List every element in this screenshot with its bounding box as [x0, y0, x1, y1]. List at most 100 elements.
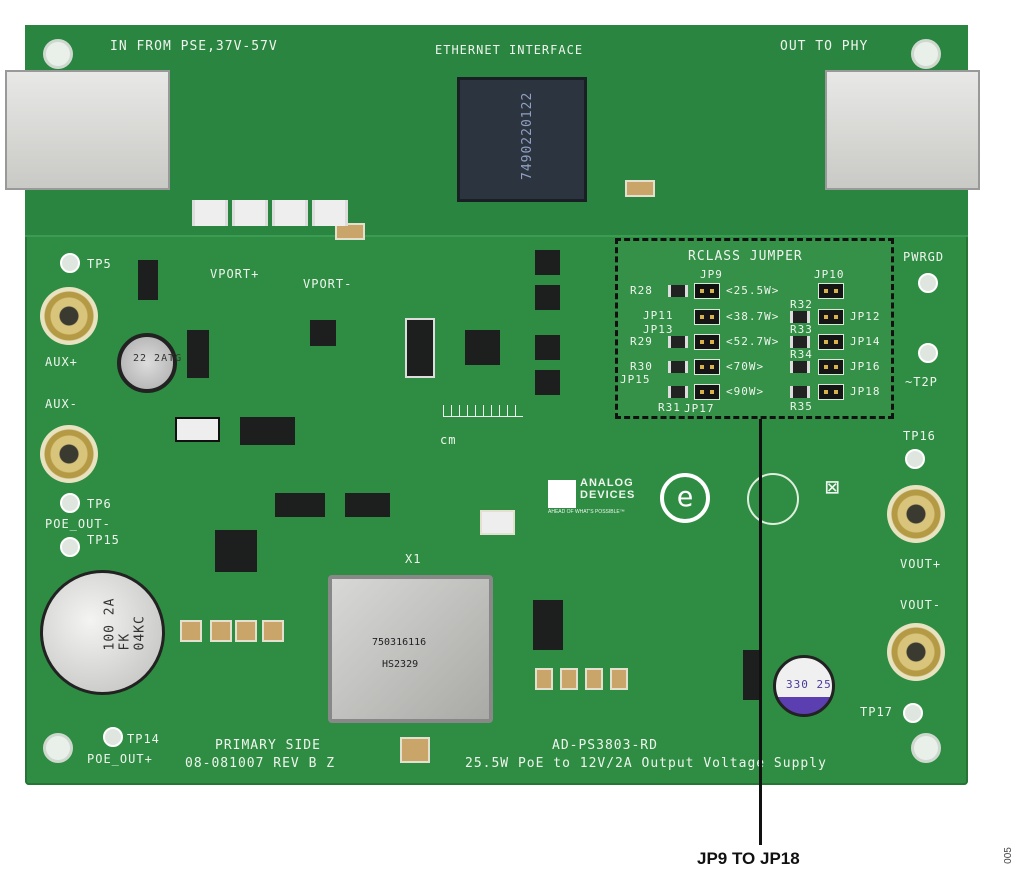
- vout-plus-terminal[interactable]: [887, 485, 945, 543]
- mosfet-q2: [535, 285, 560, 310]
- test-point-tp6[interactable]: [60, 493, 80, 513]
- label-tp5: TP5: [87, 257, 112, 271]
- test-point-tp15[interactable]: [60, 537, 80, 557]
- inductor-r9: [240, 417, 295, 445]
- label-rclass-jumper: RCLASS JUMPER: [688, 249, 803, 264]
- capacitor-c26: 330 25: [773, 655, 835, 717]
- label-vout-minus: VOUT-: [900, 598, 942, 612]
- label-out-to-phy: OUT TO PHY: [780, 39, 869, 54]
- jumper-jp15[interactable]: [694, 359, 720, 375]
- rj45-output-jack[interactable]: [825, 70, 980, 190]
- rclass-jumper-highlight: RCLASS JUMPER JP9 JP10 R28 <25.5W> R32 J…: [615, 238, 894, 419]
- test-point-pwrgd[interactable]: [918, 273, 938, 293]
- jumper-jp17[interactable]: [694, 384, 720, 400]
- resistor-r14: [272, 200, 308, 226]
- capacitor-c25: [610, 668, 628, 690]
- rj45-input-jack[interactable]: [5, 70, 170, 190]
- ruler-scale: [443, 405, 523, 417]
- resistor-r31: [668, 386, 688, 398]
- diode-d5: [275, 493, 325, 517]
- resistor-r32: [790, 311, 810, 323]
- mosfet-q4: [535, 250, 560, 275]
- label-vport-plus: VPORT+: [210, 267, 260, 281]
- jumper-jp10[interactable]: [818, 283, 844, 299]
- resistor-r15: [232, 200, 268, 226]
- test-point-tp17[interactable]: [903, 703, 923, 723]
- resistor-r28: [668, 285, 688, 297]
- test-point-tp16[interactable]: [905, 449, 925, 469]
- capacitor-c24: [585, 668, 603, 690]
- label-aux-plus: AUX+: [45, 355, 78, 369]
- label-x1: X1: [405, 552, 422, 566]
- capacitor-c35: [480, 510, 515, 535]
- label-tp6: TP6: [87, 497, 112, 511]
- label-primary-side: PRIMARY SIDE: [215, 738, 321, 753]
- label-vout-plus: VOUT+: [900, 557, 942, 571]
- mounting-hole: [43, 733, 73, 763]
- ethernet-transformer-t1: 7490220122: [457, 77, 587, 202]
- label-aux-minus: AUX-: [45, 397, 78, 411]
- label-vport-minus: VPORT-: [303, 277, 353, 291]
- label-poe-out-minus: POE_OUT-: [45, 517, 111, 531]
- capacitor-c15: [235, 620, 257, 642]
- label-tp17: TP17: [860, 705, 893, 719]
- vout-minus-terminal[interactable]: [887, 623, 945, 681]
- jumper-jp18[interactable]: [818, 384, 844, 400]
- rohs-icon: [747, 473, 799, 525]
- jumper-jp12[interactable]: [818, 309, 844, 325]
- label-tp14: TP14: [127, 732, 160, 746]
- resistor-r13: [312, 200, 348, 226]
- resistor-r33: [790, 336, 810, 348]
- mosfet-q6: [535, 370, 560, 395]
- diode-d2: [138, 260, 158, 300]
- jumper-jp16[interactable]: [818, 359, 844, 375]
- capacitor-c12: 100 2A FK 04KC: [40, 570, 165, 695]
- diode-d6: [533, 600, 563, 650]
- capacitor-c8: [335, 223, 365, 240]
- brand-tagline: AHEAD OF WHAT'S POSSIBLE™: [548, 509, 625, 515]
- mounting-hole: [911, 733, 941, 763]
- capacitor-c23: [560, 668, 578, 690]
- analog-devices-logo: [548, 480, 576, 508]
- aux-minus-terminal[interactable]: [40, 425, 98, 483]
- capacitor-c21: [535, 668, 553, 690]
- jumper-jp9[interactable]: [694, 283, 720, 299]
- label-pwrgd: PWRGD: [903, 250, 945, 264]
- environmental-e-icon: e: [660, 473, 710, 523]
- weee-bin-icon: ⊠: [825, 473, 840, 501]
- jumper-jp13[interactable]: [694, 334, 720, 350]
- test-point-t2p[interactable]: [918, 343, 938, 363]
- capacitor-c20: [400, 737, 430, 763]
- label-t2p: ~T2P: [905, 375, 938, 389]
- jumper-jp14[interactable]: [818, 334, 844, 350]
- resistor-r12: [187, 330, 209, 378]
- ic-u2: [310, 320, 336, 346]
- mosfet-q8: [535, 335, 560, 360]
- test-point-tp5[interactable]: [60, 253, 80, 273]
- mounting-hole: [911, 39, 941, 69]
- callout-leader-line: [759, 419, 762, 845]
- callout-label: JP9 TO JP18: [697, 849, 800, 868]
- figure-number: 005: [1002, 847, 1014, 864]
- label-tp15: TP15: [87, 533, 120, 547]
- label-poe-out-plus: POE_OUT+: [87, 752, 153, 766]
- label-board-name: AD-PS3803-RD: [552, 738, 658, 753]
- capacitor-c16: [262, 620, 284, 642]
- diode-d7: [743, 650, 761, 700]
- aux-plus-terminal[interactable]: [40, 287, 98, 345]
- capacitor-c11: [625, 180, 655, 197]
- capacitor-c14: [210, 620, 232, 642]
- resistor-r35: [790, 386, 810, 398]
- transformer-x1: 750316116 HS2329: [328, 575, 493, 723]
- resistor-r30: [668, 361, 688, 373]
- resistor-r29: [668, 336, 688, 348]
- resistor-r34: [790, 361, 810, 373]
- test-point-tp14[interactable]: [103, 727, 123, 747]
- mosfet-q11: [215, 530, 257, 572]
- label-ethernet-interface: ETHERNET INTERFACE: [435, 43, 584, 57]
- ic-u1: [465, 330, 500, 365]
- capacitor-c13: [180, 620, 202, 642]
- brand-name: ANALOG DEVICES: [580, 477, 636, 501]
- diode-d3: [175, 417, 220, 442]
- jumper-jp11[interactable]: [694, 309, 720, 325]
